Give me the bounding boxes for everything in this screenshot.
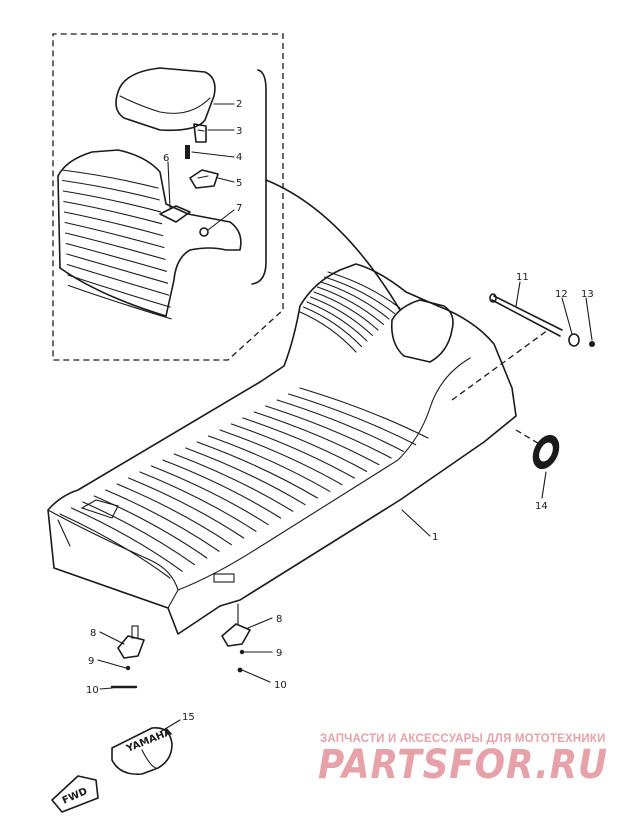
- bracket-part-3: [193, 123, 207, 143]
- seat-rib: [302, 306, 363, 348]
- seat-rib: [196, 441, 318, 499]
- callout-7: 7: [236, 203, 242, 214]
- lower-leaders: [97, 281, 593, 733]
- inset-seat-rib: [63, 211, 164, 237]
- yamaha-emblem-part-15: YAMAHA: [111, 727, 174, 776]
- washer-part-12: [568, 333, 580, 347]
- inset-seat-rib: [68, 284, 172, 320]
- inset-seat-section: [57, 149, 242, 320]
- seat-rib: [59, 513, 171, 579]
- seat-rib: [128, 477, 245, 539]
- callout-6: 6: [163, 153, 169, 164]
- watermark-brand: PARTSFOR.RU: [318, 742, 608, 788]
- plate-part-5: [189, 169, 219, 189]
- watermark: ЗАПЧАСТИ И АКСЕССУАРЫ ДЛЯ МОТОТЕХНИКИ PA…: [318, 733, 608, 788]
- seat-rib: [288, 393, 417, 446]
- callout-3: 3: [236, 126, 242, 137]
- seat-rib: [139, 471, 257, 532]
- seat-rib: [327, 271, 401, 309]
- seat-rib: [105, 489, 220, 552]
- seat-rib: [306, 301, 368, 342]
- inset-seat-rib: [65, 232, 166, 260]
- callout-8a: 8: [90, 628, 96, 639]
- seat-rib: [93, 495, 208, 559]
- inset-seat-rib: [62, 179, 160, 201]
- inset-seat-rib: [64, 221, 165, 249]
- emblem-label: YAMAHA: [124, 727, 174, 756]
- inset-seat-rib: [63, 200, 163, 225]
- seat-rib: [320, 281, 390, 320]
- detail-connection-line: [265, 179, 401, 311]
- callout-2: 2: [236, 99, 242, 110]
- seat-rib: [265, 405, 392, 459]
- callout-4: 4: [236, 152, 242, 163]
- callout-9a: 9: [88, 656, 94, 667]
- seat-rib: [299, 387, 429, 439]
- latch-part-6: [159, 205, 191, 223]
- watermark-tagline: ЗАПЧАСТИ И АКСЕССУАРЫ ДЛЯ МОТОТЕХНИКИ: [320, 733, 606, 745]
- callout-9b: 9: [276, 648, 282, 659]
- seat-rib: [173, 453, 294, 512]
- inset-seat-rib: [65, 242, 167, 272]
- seat-rib: [82, 501, 196, 566]
- seat-rib: [230, 423, 355, 479]
- callout-12: 12: [555, 289, 568, 300]
- emblem-part-14: [532, 434, 560, 470]
- seat-rib: [242, 417, 368, 472]
- seat-rib: [185, 447, 306, 506]
- latch-set-right: [221, 603, 251, 673]
- callout-8b: 8: [276, 614, 282, 625]
- callout-11: 11: [516, 272, 529, 283]
- cotter-pin-part-13: [589, 341, 595, 347]
- callout-10b: 10: [274, 680, 287, 691]
- inset-seat-rib: [66, 263, 170, 296]
- seat-rib: [313, 291, 379, 331]
- seat-rib: [309, 296, 374, 337]
- seat-rib: [150, 465, 269, 526]
- seat-rib: [162, 459, 282, 519]
- callout-14: 14: [535, 501, 548, 512]
- seat-rib: [219, 429, 343, 486]
- seat-rib: [316, 286, 385, 326]
- inset-leaders: [167, 103, 235, 231]
- latch-set-left: [110, 625, 145, 689]
- hinge-pin-part-11: [489, 293, 563, 337]
- callout-15: 15: [182, 712, 195, 723]
- callout-10a: 10: [86, 685, 99, 696]
- screw-part-4: [185, 145, 190, 159]
- inset-seat-rib: [66, 253, 169, 284]
- seat-rib: [70, 507, 183, 572]
- callout-5: 5: [236, 178, 242, 189]
- callout-13: 13: [581, 289, 594, 300]
- grommet-part-7: [199, 227, 209, 237]
- seat-rib: [208, 435, 331, 492]
- inset-seat-rib: [62, 190, 161, 213]
- seat-rib: [116, 483, 232, 546]
- forward-arrow: FWD: [51, 775, 99, 813]
- inset-seat-rib: [61, 169, 159, 189]
- seat-rib: [299, 311, 357, 353]
- main-seat: [47, 263, 549, 635]
- seat-rib: [276, 399, 404, 452]
- inset-seat-rib: [67, 274, 171, 308]
- inset-detail-box: [52, 33, 284, 361]
- seat-rib: [323, 276, 396, 315]
- callout-numbers: 2 3 4 5 6 7 11 12 13 14 1 8 9 10 8 9 10 …: [86, 99, 594, 723]
- callout-1: 1: [432, 532, 438, 543]
- seat-rib: [253, 411, 380, 466]
- backrest-pad: [115, 67, 216, 132]
